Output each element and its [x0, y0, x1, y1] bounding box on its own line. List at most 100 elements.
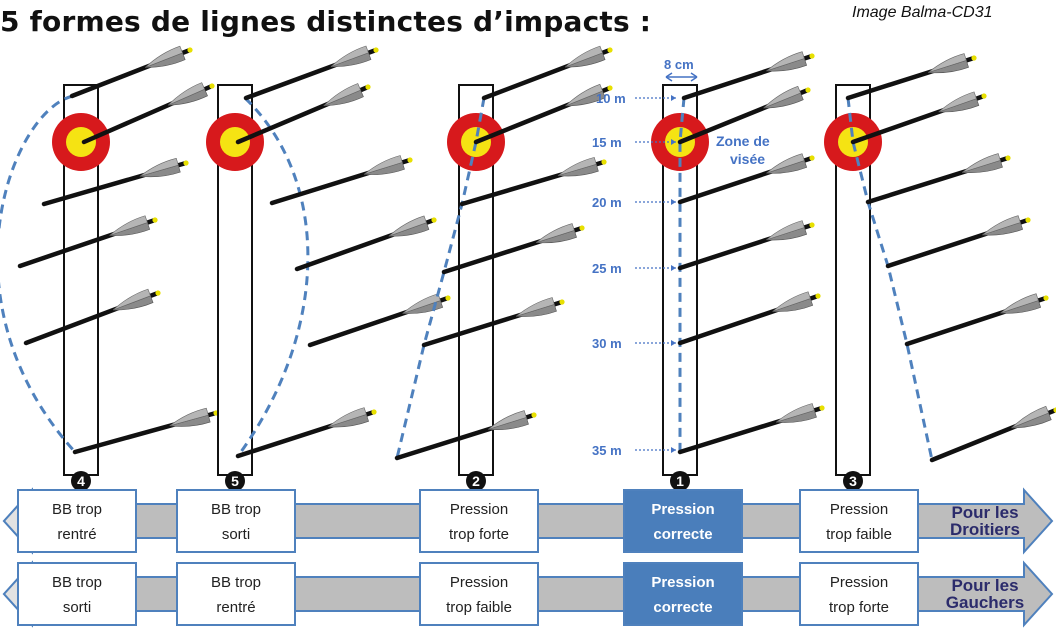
arrow: [269, 155, 413, 206]
category-box-highlight: [623, 562, 743, 626]
distance-leader-head: [671, 139, 676, 145]
arrow-nock: [445, 295, 451, 301]
arrow-fletching: [1011, 405, 1049, 429]
arrow-fletching: [766, 220, 805, 241]
arrow-fletching: [962, 153, 1001, 173]
arrow: [394, 410, 537, 461]
arrow: [243, 45, 379, 101]
target-column-5: 5: [206, 45, 451, 491]
category-label-line2: trop forte: [829, 599, 889, 616]
arrow-fletching: [488, 417, 529, 430]
category-box-frame: [17, 489, 137, 553]
category-label-line2: trop faible: [826, 526, 892, 543]
distance-leader-head: [671, 199, 676, 205]
arrow-fletching: [328, 414, 369, 428]
arrow-nock: [183, 160, 189, 166]
badge-disc: [71, 471, 91, 491]
arrow-fletching: [112, 288, 151, 311]
arrow: [677, 153, 815, 205]
arrow-nock: [809, 155, 815, 161]
arrow-fletching: [775, 403, 815, 423]
target-number-badge: 5: [225, 471, 245, 491]
aiming-zone-label: Zone de: [716, 133, 770, 149]
arrow-fletching: [139, 157, 179, 177]
arrow-fletching: [1000, 293, 1039, 314]
arrow: [904, 293, 1049, 347]
image-credit: Image Balma-CD31: [852, 4, 993, 21]
category-box-frame: [176, 489, 296, 553]
category-label-line1: Pression: [651, 501, 714, 518]
arrow-fletching: [328, 407, 367, 428]
arrow-nock: [971, 55, 977, 61]
category-label-line1: Pression: [450, 574, 508, 591]
arrow-fletching: [363, 155, 403, 175]
target-number-badge: 4: [71, 471, 91, 491]
arrow-fletching: [1000, 300, 1042, 314]
impact-line: [678, 97, 686, 452]
arrow-nock: [365, 84, 371, 90]
direction-label-line1: Pour les: [951, 576, 1018, 595]
arrow-fletching: [388, 215, 427, 237]
arrow-nock: [531, 412, 537, 418]
arrow: [681, 51, 815, 101]
arrow: [929, 405, 1056, 463]
impact-line: [395, 97, 486, 459]
arrow-fletching: [169, 414, 211, 427]
arrow-fletching: [515, 297, 555, 317]
arrow-nock: [371, 409, 377, 415]
arrow: [235, 83, 371, 145]
arrow-fletching: [323, 83, 362, 106]
category-box-frame: [799, 562, 919, 626]
arrow: [441, 223, 585, 275]
arrow-nock: [607, 47, 613, 53]
target-number: 4: [77, 473, 85, 489]
arrow-nock: [809, 222, 815, 228]
target-face-inner: [220, 127, 250, 157]
category-label-line1: BB trop: [52, 574, 102, 591]
direction-label-line2: Gauchers: [946, 593, 1024, 612]
distance-label: 30 m: [592, 336, 622, 351]
arrow: [481, 45, 613, 101]
distance-leader-head: [671, 340, 676, 346]
badge-disc: [466, 471, 486, 491]
category-box-frame: [419, 562, 539, 626]
arrow-fletching: [772, 291, 811, 312]
arrow-fletching: [763, 85, 801, 109]
category-label-line2: rentré: [216, 599, 255, 616]
arrow-fletching: [139, 164, 181, 178]
arrow-fletching: [938, 91, 977, 113]
direction-label-line2: Droitiers: [950, 520, 1020, 539]
page-title: 5 formes de lignes distinctes d’impacts …: [0, 5, 652, 38]
arrow: [473, 83, 613, 145]
arrow-fletching: [766, 227, 807, 241]
category-label-line1: BB trop: [211, 574, 261, 591]
distance-leader-head: [671, 265, 676, 271]
arrow-fletching: [766, 160, 808, 174]
target-number-badge: 2: [466, 471, 486, 491]
target-number: 2: [472, 473, 480, 489]
arrow-fletching: [962, 160, 1003, 173]
category-box-highlight: [623, 489, 743, 553]
arrow-nock: [607, 85, 613, 91]
badge-disc: [225, 471, 245, 491]
arrow: [459, 157, 607, 207]
arrow-fletching: [145, 45, 183, 68]
category-label-line1: BB trop: [52, 501, 102, 518]
arrow-nock: [601, 159, 607, 165]
target-number: 5: [231, 473, 239, 489]
arrow: [23, 288, 161, 346]
arrow: [677, 403, 825, 455]
arrow-nock: [805, 87, 811, 93]
